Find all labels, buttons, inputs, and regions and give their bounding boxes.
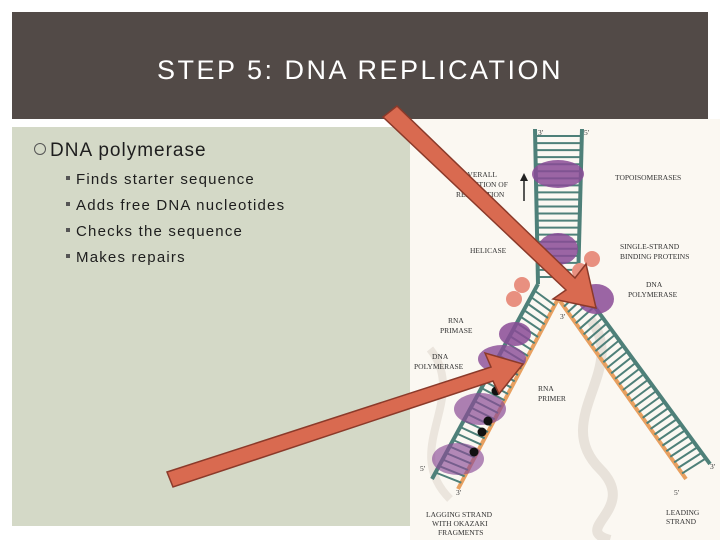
label-dnapol-left-1: DNA [432, 352, 449, 361]
primer-dot [483, 416, 493, 426]
base-pair-rung [586, 322, 608, 341]
base-pair-rung [630, 384, 653, 402]
topoisomerase-shape [532, 160, 584, 188]
square-bullet-icon [66, 254, 70, 258]
sub-bullet-text: Makes repairs [76, 249, 186, 266]
square-bullet-icon [66, 228, 70, 232]
base-pair-rung [638, 395, 662, 414]
base-pair-rung [661, 429, 686, 447]
binding-protein [506, 291, 522, 307]
square-bullet-icon [66, 202, 70, 206]
label-5prime-left: 5' [420, 464, 426, 473]
base-pair-rung [677, 451, 703, 469]
base-pair-rung [594, 333, 616, 352]
label-rna-primase-2: PRIMASE [440, 326, 473, 335]
label-5prime-top: 5' [584, 128, 590, 137]
binding-protein [584, 251, 600, 267]
base-pair-rung [610, 356, 633, 375]
leading-strand [558, 282, 712, 481]
sub-bullet: Finds starter sequence [66, 171, 255, 188]
label-overall: OVERALL [462, 170, 497, 179]
label-direction: DIRECTION OF [456, 180, 508, 189]
binding-protein [572, 263, 588, 279]
sub-bullet-text: Finds starter sequence [76, 171, 255, 188]
label-leading-2: STRAND [666, 517, 697, 526]
dna-replication-diagram: OVERALL DIRECTION OF REPLICATION TOPOISO… [410, 119, 720, 540]
label-3prime-left: 3' [456, 488, 462, 497]
title-bar: STEP 5: DNA REPLICATION [12, 12, 708, 119]
base-pair-rung [649, 412, 674, 430]
sub-bullet-text: Checks the sequence [76, 223, 244, 240]
rna-primase-shape [499, 322, 531, 346]
primer-dot [497, 374, 507, 384]
sub-bullet: Checks the sequence [66, 223, 243, 240]
base-pair-rung [598, 339, 620, 358]
primer-dot [477, 427, 487, 437]
label-leading-1: LEADING [666, 508, 700, 517]
base-pair-rung [579, 311, 600, 330]
label-3prime-mid: 3' [560, 312, 566, 321]
base-pair-rung [642, 401, 666, 419]
label-dnapol-right-1: DNA [646, 280, 663, 289]
label-rna-primer-1: RNA [538, 384, 554, 393]
label-replication: REPLICATION [456, 190, 505, 199]
sub-bullet: Makes repairs [66, 249, 186, 266]
main-bullet: DNA polymerase [34, 140, 207, 162]
base-pair-rung [622, 373, 645, 391]
ring-bullet-icon [34, 143, 46, 155]
dna-polymerase-lagging [478, 345, 526, 373]
dna-polymerase-leading [578, 284, 614, 314]
base-pair-rung [582, 316, 604, 336]
sub-bullet: Adds free DNA nucleotides [66, 197, 285, 214]
base-pair-rung [602, 345, 625, 363]
sub-bullet-text: Adds free DNA nucleotides [76, 197, 286, 214]
base-pair-rung [653, 418, 678, 436]
label-rna-primer-2: PRIMER [538, 394, 566, 403]
label-3prime-top: 3' [538, 128, 544, 137]
base-pair-rung [614, 361, 637, 380]
label-ssb2: BINDING PROTEINS [620, 252, 689, 261]
base-pair-rung [657, 423, 682, 441]
base-pair-rung [626, 378, 649, 397]
base-pair-rung [646, 406, 670, 425]
base-pair-rung [669, 440, 695, 458]
label-dnapol-left-2: POLYMERASE [414, 362, 464, 371]
main-bullet-text: DNA polymerase [50, 140, 207, 161]
primer-dot [491, 386, 501, 396]
label-dnapol-right-2: POLYMERASE [628, 290, 678, 299]
label-lagging-3: FRAGMENTS [438, 528, 483, 537]
label-ssb1: SINGLE-STRAND [620, 242, 680, 251]
base-pair-rung [634, 390, 657, 408]
base-pair-rung [523, 309, 546, 326]
base-pair-rung [606, 350, 629, 369]
label-rna-primase-1: RNA [448, 316, 464, 325]
label-lagging-1: LAGGING STRAND [426, 510, 493, 519]
slide-title: STEP 5: DNA REPLICATION [156, 55, 564, 85]
label-5prime-right: 5' [674, 488, 680, 497]
primer-dot [469, 447, 479, 457]
label-topoisomerases: TOPOISOMERASES [615, 173, 681, 182]
protein-complex [432, 443, 484, 475]
protein-complex [454, 393, 506, 425]
label-lagging-2: WITH OKAZAKI [432, 519, 488, 528]
base-pair-rung [665, 435, 690, 453]
label-3prime-right: 3' [710, 462, 716, 471]
base-pair-rung [618, 367, 641, 386]
base-pair-rung [681, 457, 707, 475]
helicase-shape [538, 233, 578, 265]
label-helicase: HELICASE [470, 246, 507, 255]
base-pair-rung [673, 446, 699, 464]
binding-protein [514, 277, 530, 293]
base-pair-rung [519, 315, 542, 332]
base-pair-rung [590, 328, 612, 347]
square-bullet-icon [66, 176, 70, 180]
